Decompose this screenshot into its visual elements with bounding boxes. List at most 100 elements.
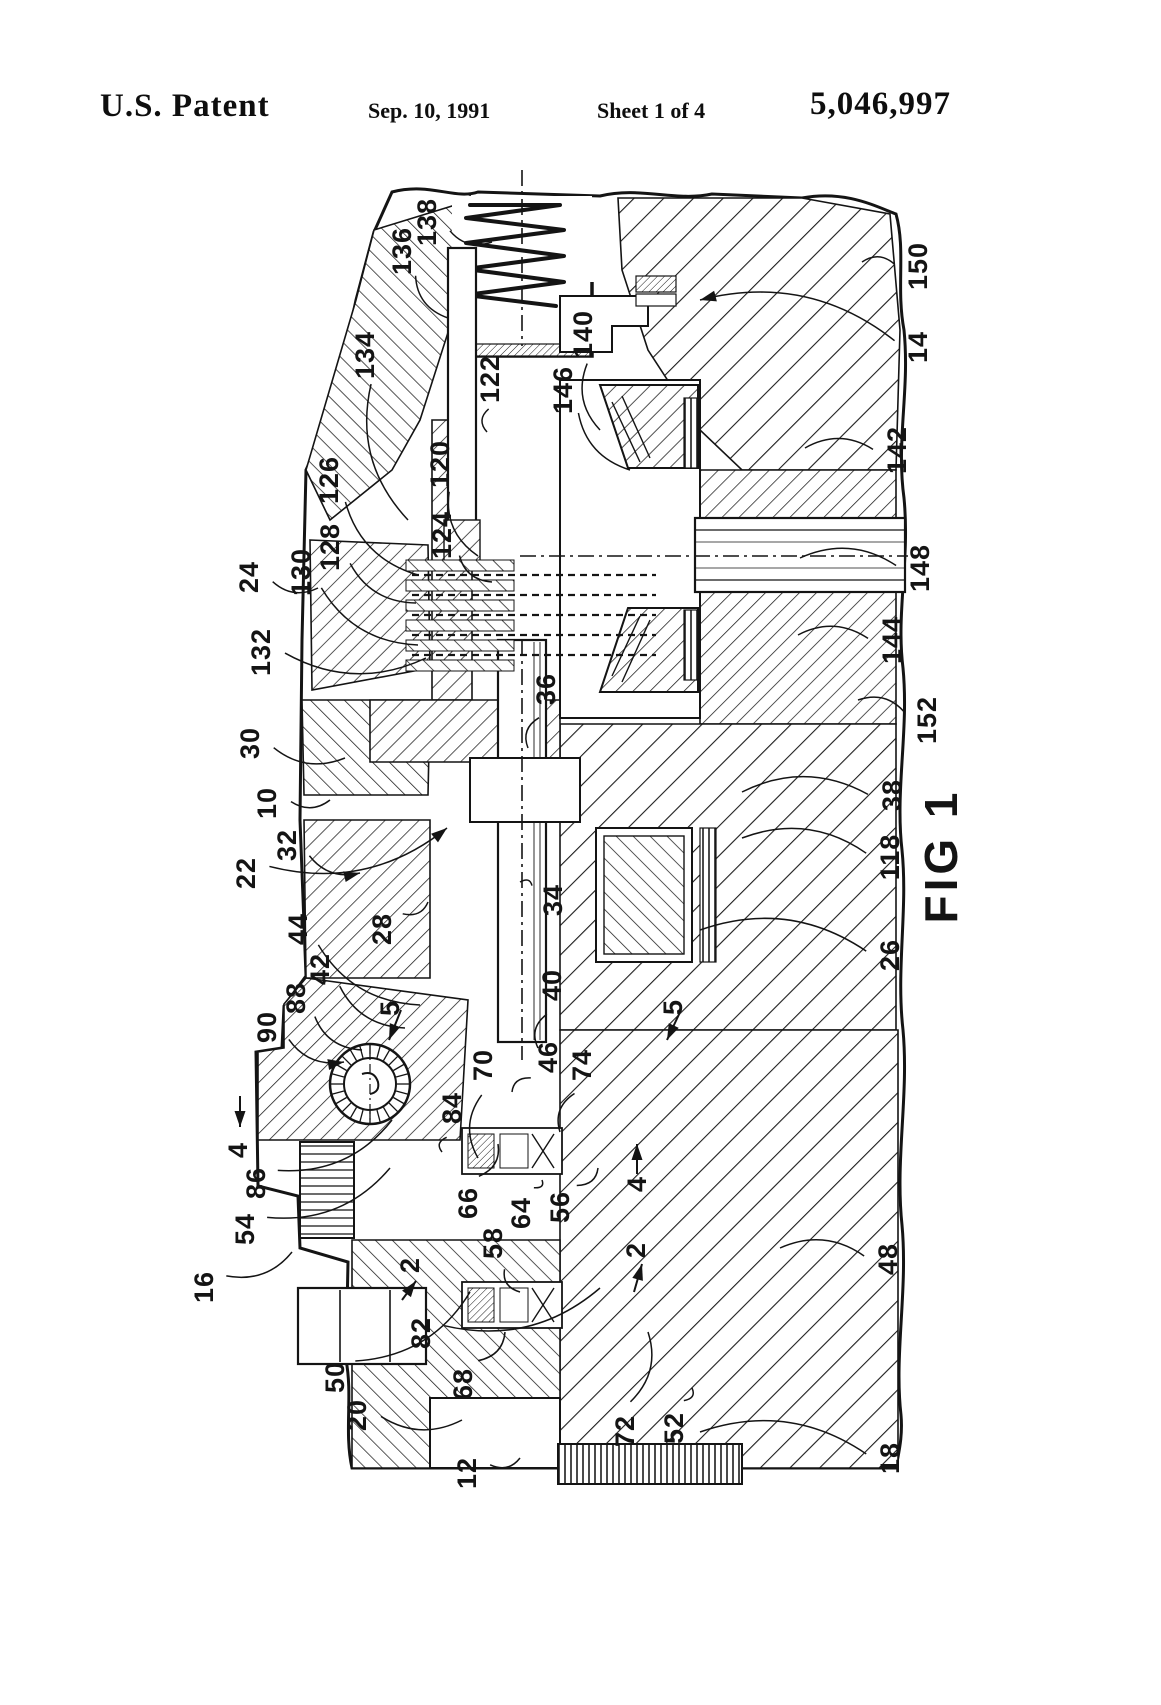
leader-arrowhead — [389, 1023, 401, 1040]
ref-numeral-38: 38 — [877, 779, 907, 811]
bearing-tick — [382, 1049, 391, 1061]
ref-numeral-134: 134 — [350, 331, 380, 379]
ref-numeral-150: 150 — [903, 242, 933, 290]
leader-line — [525, 717, 540, 749]
spline-band-bottom — [557, 1443, 743, 1485]
leader-line — [226, 1251, 293, 1279]
leader-line — [489, 1457, 521, 1469]
ref-numeral-40: 40 — [537, 969, 567, 1001]
ref-numeral-90: 90 — [252, 1011, 282, 1043]
coil-spring — [464, 203, 566, 308]
ref-numeral-70: 70 — [468, 1049, 498, 1081]
ref-numeral-64: 64 — [506, 1197, 536, 1229]
ref-numeral-146: 146 — [548, 366, 578, 414]
bottom-notch — [429, 1397, 561, 1469]
leader-line — [468, 1094, 483, 1159]
bearing — [328, 1042, 412, 1126]
bearing-tick — [395, 1073, 408, 1078]
ref-numeral-52: 52 — [659, 1412, 689, 1444]
leader-line — [284, 652, 427, 675]
leader-line — [519, 879, 533, 886]
section-marker-2: 2 — [395, 1257, 425, 1273]
leader-line — [557, 1092, 575, 1133]
ref-numeral-68: 68 — [448, 1368, 478, 1400]
leader-line — [577, 412, 631, 471]
leader-line — [799, 547, 897, 567]
ref-numeral-152: 152 — [912, 696, 942, 744]
leader-line — [414, 275, 449, 319]
bearing-tick — [359, 1046, 364, 1059]
leader-line — [444, 1287, 601, 1332]
ref-numeral-20: 20 — [342, 1399, 372, 1431]
seal-upper — [635, 275, 677, 293]
leader-line — [447, 491, 479, 557]
ref-numeral-136: 136 — [387, 227, 417, 275]
ref-numeral-28: 28 — [367, 913, 397, 945]
patent-header-title: U.S. Patent — [100, 88, 270, 124]
ref-numeral-138: 138 — [412, 198, 442, 246]
bearing-tick — [388, 1102, 399, 1113]
ref-numeral-130: 130 — [286, 548, 316, 596]
threaded-rod — [299, 1141, 355, 1239]
leader-line — [779, 1239, 865, 1257]
section-marker-4: 4 — [223, 1142, 253, 1158]
leader-line — [477, 1331, 506, 1362]
leader-line — [365, 383, 409, 521]
ref-numeral-24: 24 — [234, 561, 264, 593]
leader-line — [804, 437, 874, 450]
ref-numeral-128: 128 — [315, 523, 345, 571]
leader-line — [380, 1415, 463, 1431]
leader-line — [503, 1269, 521, 1293]
patent-header-number: 5,046,997 — [810, 86, 951, 122]
ref-numeral-144: 144 — [877, 616, 907, 664]
leader-line — [314, 1016, 363, 1051]
leader-arrowhead — [402, 1281, 416, 1298]
ref-numeral-18: 18 — [875, 1442, 905, 1474]
ref-numeral-124: 124 — [427, 511, 457, 559]
bearing-tick — [393, 1063, 405, 1072]
bearing-tick — [341, 1102, 352, 1113]
leader-line — [629, 1331, 653, 1403]
leader-line — [576, 1167, 599, 1187]
bearing-tick — [335, 1096, 347, 1105]
ref-numeral-142: 142 — [882, 426, 912, 474]
leader-line — [741, 775, 869, 796]
ref-numeral-148: 148 — [905, 544, 935, 592]
section-marker-5: 5 — [658, 999, 688, 1015]
ref-numeral-34: 34 — [538, 884, 568, 916]
bearing-tick — [335, 1063, 347, 1072]
side-gear-hatch — [603, 835, 685, 955]
ref-numeral-16: 16 — [189, 1271, 219, 1303]
ref-numeral-118: 118 — [875, 834, 905, 881]
leader-line — [355, 1291, 471, 1362]
leader-line — [458, 555, 493, 583]
bearing-tick — [376, 1046, 381, 1059]
ref-numeral-126: 126 — [314, 456, 344, 504]
section-marker-5: 5 — [375, 1000, 405, 1016]
section-marker-2: 2 — [621, 1242, 651, 1258]
bearing-tick — [341, 1055, 352, 1066]
ref-numeral-56: 56 — [545, 1191, 575, 1223]
ref-numeral-66: 66 — [453, 1187, 483, 1219]
ring-gear-teeth-upper — [683, 397, 699, 469]
leader-line — [481, 408, 490, 433]
ref-numeral-44: 44 — [283, 913, 313, 945]
leader-line — [349, 563, 417, 604]
leader-line — [581, 363, 601, 431]
leader-line — [683, 1387, 695, 1402]
ref-numeral-58: 58 — [478, 1227, 508, 1259]
leader-line — [534, 1013, 548, 1049]
ref-numeral-42: 42 — [305, 953, 335, 985]
leader-line — [320, 587, 419, 646]
piston-rod — [446, 246, 478, 562]
bearing-tick — [349, 1107, 358, 1119]
ref-numeral-72: 72 — [610, 1415, 640, 1447]
leader-line — [741, 827, 867, 854]
leader-arrowhead — [631, 1144, 643, 1160]
leader-arrowhead — [327, 1059, 344, 1070]
ref-numeral-26: 26 — [875, 939, 905, 971]
ref-numeral-54: 54 — [230, 1213, 260, 1245]
leader-line — [478, 1143, 500, 1177]
